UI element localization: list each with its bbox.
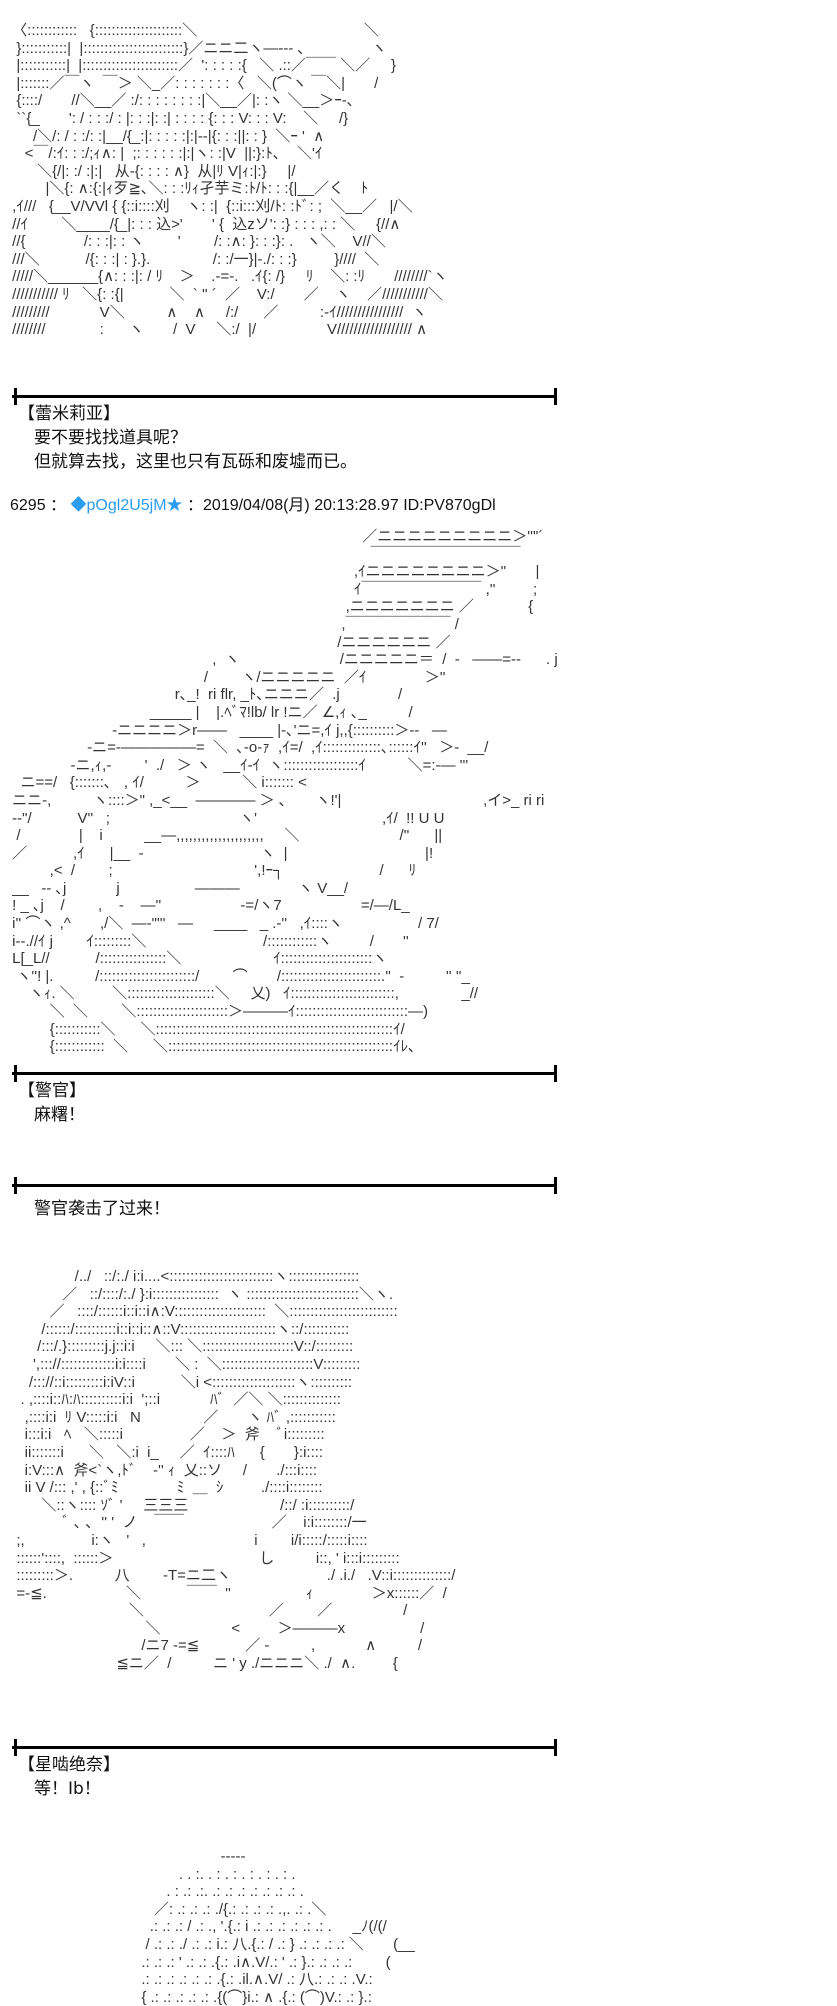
dialogue-line: 麻糬！ bbox=[34, 1105, 85, 1125]
poster-tripcode[interactable]: ◆pOgl2U5jM★ bbox=[70, 497, 183, 514]
post-datetime: ：2019/04/08(月) 20:13:28.97 bbox=[187, 497, 399, 514]
poster-id: ID:PV870gDl bbox=[403, 497, 496, 514]
narration-text: 警官袭击了过来！ bbox=[34, 1199, 170, 1219]
post-number: 6295 bbox=[10, 497, 46, 514]
dialogue-remilia: 【蕾米莉亚】 要不要找找道具呢？ 但就算去找，这里也只有瓦砾和废墟而已。 bbox=[18, 402, 357, 474]
speaker-name: 【蕾米莉亚】 bbox=[18, 404, 120, 424]
ascii-art-remilia: 〈:::::::::::: {:::::::::::::::::::::＼ ＼ … bbox=[12, 22, 448, 339]
ascii-art-mochi: ／ニニニニニニニニニ＞''"´ ￣￣￣￣￣￣￣￣￣￣ ,ｲニ bbox=[12, 528, 558, 1056]
speaker-name: 【警官】 bbox=[18, 1081, 86, 1101]
divider bbox=[12, 1177, 557, 1194]
ascii-art-officer: /../ ::/:./ i:i....<::::::::::::::::::::… bbox=[16, 1268, 456, 1673]
divider bbox=[12, 1739, 557, 1756]
speaker-name: 【星啮绝奈】 bbox=[18, 1755, 120, 1775]
divider bbox=[12, 388, 557, 405]
dialogue-line: 要不要找找道具呢？ bbox=[34, 428, 187, 448]
post-header: 6295 ： ◆pOgl2U5jM★ ：2019/04/08(月) 20:13:… bbox=[10, 495, 496, 517]
ascii-art-ib: ----- . . :. . : . : . : . : . : . . : .… bbox=[141, 1848, 415, 2006]
divider bbox=[12, 1065, 557, 1082]
dialogue-line: 等！Ib！ bbox=[34, 1779, 101, 1799]
dialogue-hoshikami: 【星啮绝奈】 等！Ib！ bbox=[18, 1753, 120, 1801]
post-separator: ： bbox=[50, 497, 67, 514]
dialogue-officer: 【警官】 麻糬！ bbox=[18, 1079, 86, 1127]
dialogue-line: 但就算去找，这里也只有瓦砾和废墟而已。 bbox=[34, 452, 357, 472]
